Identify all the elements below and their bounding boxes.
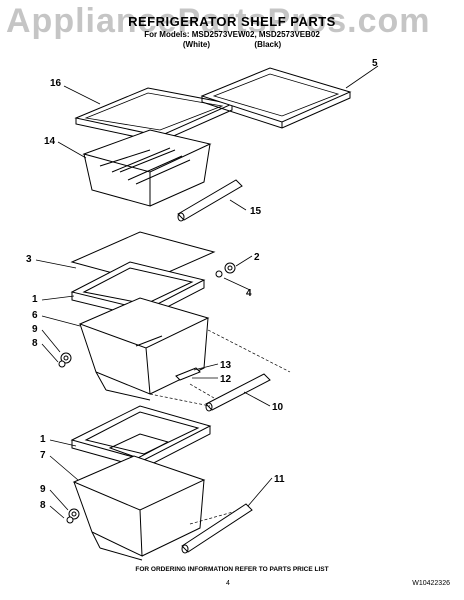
callout-4: 4 <box>246 288 252 299</box>
callout-3: 3 <box>26 254 32 265</box>
callout-9-lower: 9 <box>40 484 46 495</box>
callout-16: 16 <box>50 78 62 89</box>
colors-line: (White) (Black) <box>182 40 282 49</box>
callout-11: 11 <box>274 474 285 485</box>
page-title: REFRIGERATOR SHELF PARTS <box>128 14 336 29</box>
clip-2 <box>224 262 236 274</box>
roller-9-upper <box>60 352 72 364</box>
roller-9-lower <box>68 508 80 520</box>
screw-4 <box>215 270 223 278</box>
crisper-drawer-7 <box>72 455 206 561</box>
callout-8-lower: 8 <box>40 500 46 511</box>
callout-9-upper: 9 <box>32 324 38 335</box>
page-number: 4 <box>226 580 230 587</box>
callout-10: 10 <box>272 402 284 413</box>
drawer-14 <box>82 129 212 207</box>
callout-1-lower: 1 <box>40 434 46 445</box>
watermark: AppliancePartsPros.com <box>6 2 431 40</box>
ordering-note: FOR ORDERING INFORMATION REFER TO PARTS … <box>135 566 329 573</box>
screw-8-upper <box>58 360 66 368</box>
callout-13: 13 <box>220 360 232 371</box>
rod-15 <box>177 179 243 222</box>
callout-5: 5 <box>372 58 378 69</box>
crisper-drawer-6 <box>78 297 210 401</box>
document-number: W10422326 <box>412 580 450 587</box>
rod-11 <box>181 503 253 554</box>
models-line: For Models: MSD2573VEW02, MSD2573VEB02 <box>144 30 320 39</box>
callout-7: 7 <box>40 450 46 461</box>
callout-12: 12 <box>220 374 232 385</box>
callout-1-upper: 1 <box>32 294 38 305</box>
leader-lines <box>35 65 379 519</box>
shelf-5 <box>200 67 352 129</box>
rod-10 <box>205 373 271 412</box>
callout-2: 2 <box>254 252 260 263</box>
screw-8-lower <box>66 516 74 524</box>
callout-15: 15 <box>250 206 262 217</box>
callout-8-upper: 8 <box>32 338 38 349</box>
callout-6: 6 <box>32 310 38 321</box>
callout-14: 14 <box>44 136 56 147</box>
slide-13 <box>175 367 201 381</box>
